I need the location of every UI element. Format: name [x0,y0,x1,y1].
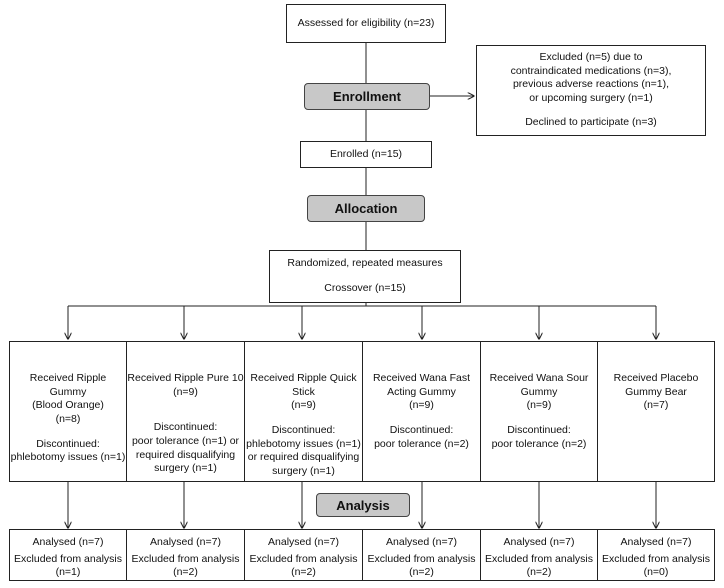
analysed-box-2: Analysed (n=7) Excluded from analysis (n… [126,529,245,581]
excluded-count: (n=1) [55,566,81,579]
arm-discontinued: poor tolerance (n=2) [374,437,469,450]
arm-title: Gummy [520,385,558,398]
excluded-box: Excluded (n=5) due to contraindicated me… [476,45,706,136]
excluded-analysis: Excluded from analysis [367,552,476,565]
excluded-count: (n=2) [173,566,198,579]
arm-box-2: Received Ripple Pure 10 (n=9) Discontinu… [126,341,245,482]
arm-title: (n=9) [526,399,552,412]
analysed-box-4: Analysed (n=7) Excluded from analysis (n… [362,529,481,581]
analysed-box-1: Analysed (n=7) Excluded from analysis (n… [9,529,127,581]
enrollment-label: Enrollment [333,89,401,104]
analysed-box-6: Analysed (n=7) Excluded from analysis (n… [597,529,715,581]
arm-title: (n=9) [173,385,198,398]
arm-discontinued: Discontinued: [507,423,571,436]
excluded-analysis: Excluded from analysis [131,552,240,565]
arm-title: Acting Gummy [387,385,456,398]
excluded-line-3: previous adverse reactions (n=1), [512,78,670,91]
arm-discontinued: required disqualifying [135,448,236,461]
arm-title: Received Ripple Pure 10 [127,372,244,384]
excluded-count: (n=0) [643,566,669,579]
arm-title: Received Ripple Quick [250,372,357,384]
excluded-analysis: Excluded from analysis [602,552,710,565]
analysed-count: Analysed (n=7) [386,536,457,548]
excluded-line-4: or upcoming surgery (n=1) [529,91,653,104]
randomized-line-2: Crossover (n=15) [324,282,406,294]
enrollment-stage: Enrollment [304,83,430,110]
analysed-count: Analysed (n=7) [620,536,692,548]
analysed-count: Analysed (n=7) [268,536,339,548]
analysed-count: Analysed (n=7) [150,536,221,548]
excluded-analysis: Excluded from analysis [249,552,358,565]
arm-discontinued: surgery (n=1) [154,462,217,475]
analysed-box-5: Analysed (n=7) Excluded from analysis (n… [480,529,598,581]
arm-box-5: Received Wana Sour Gummy (n=9) Discontin… [480,341,598,482]
assessed-text: Assessed for eligibility (n=23) [297,16,435,29]
arm-discontinued: phlebotomy issues (n=1) [246,437,361,450]
arm-discontinued: Discontinued: [389,423,454,436]
arm-discontinued: Discontinued: [271,423,336,436]
analysed-count: Analysed (n=7) [503,536,575,548]
arm-title: (n=9) [291,399,316,412]
allocation-label: Allocation [334,201,398,216]
arm-title: Gummy Bear [625,385,687,398]
excluded-line-2: contraindicated medications (n=3), [510,64,672,77]
allocation-stage: Allocation [307,195,425,222]
arm-box-4: Received Wana Fast Acting Gummy (n=9) Di… [362,341,481,482]
excluded-count: (n=2) [409,566,434,579]
randomized-box: Randomized, repeated measures Crossover … [269,250,461,303]
arm-box-6: Received Placebo Gummy Bear (n=7) [597,341,715,482]
excluded-analysis: Excluded from analysis [485,552,593,565]
analysis-label: Analysis [336,497,390,513]
arm-discontinued: Discontinued: [36,437,100,450]
arm-discontinued: phlebotomy issues (n=1) [10,451,126,464]
analysis-stage: Analysis [316,493,410,517]
excluded-line-1: Excluded (n=5) due to [539,50,643,63]
randomized-line-1: Randomized, repeated measures [287,257,443,270]
excluded-line-5: Declined to participate (n=3) [525,116,657,129]
excluded-analysis: Excluded from analysis [14,552,122,565]
analysed-box-3: Analysed (n=7) Excluded from analysis (n… [244,529,363,581]
arm-title: (n=7) [643,399,669,412]
enrolled-text: Enrolled (n=15) [329,147,403,160]
arm-title: Received Placebo [613,372,699,384]
arm-discontinued: Discontinued: [153,421,218,434]
arm-box-3: Received Ripple Quick Stick (n=9) Discon… [244,341,363,482]
arm-title: Received Wana Fast [372,372,471,384]
arm-discontinued: poor tolerance (n=1) or [131,434,240,447]
analysed-count: Analysed (n=7) [32,536,104,548]
assessed-box: Assessed for eligibility (n=23) [286,4,446,43]
arm-title: Received Ripple Gummy [29,372,107,398]
enrolled-box: Enrolled (n=15) [300,141,432,168]
excluded-count: (n=2) [526,566,552,579]
arm-title: Stick [292,385,315,398]
arm-title: (n=9) [409,399,434,412]
arm-title: (Blood Orange) [32,399,104,412]
arm-title: (n=8) [55,412,81,425]
arm-box-1: Received Ripple Gummy (Blood Orange) (n=… [9,341,127,482]
arm-discontinued: poor tolerance (n=2) [491,437,587,450]
arm-title: Received Wana Sour [489,372,589,384]
arm-discontinued: or required disqualifying [247,451,360,464]
excluded-count: (n=2) [291,566,316,579]
arm-discontinued: surgery (n=1) [272,464,335,477]
